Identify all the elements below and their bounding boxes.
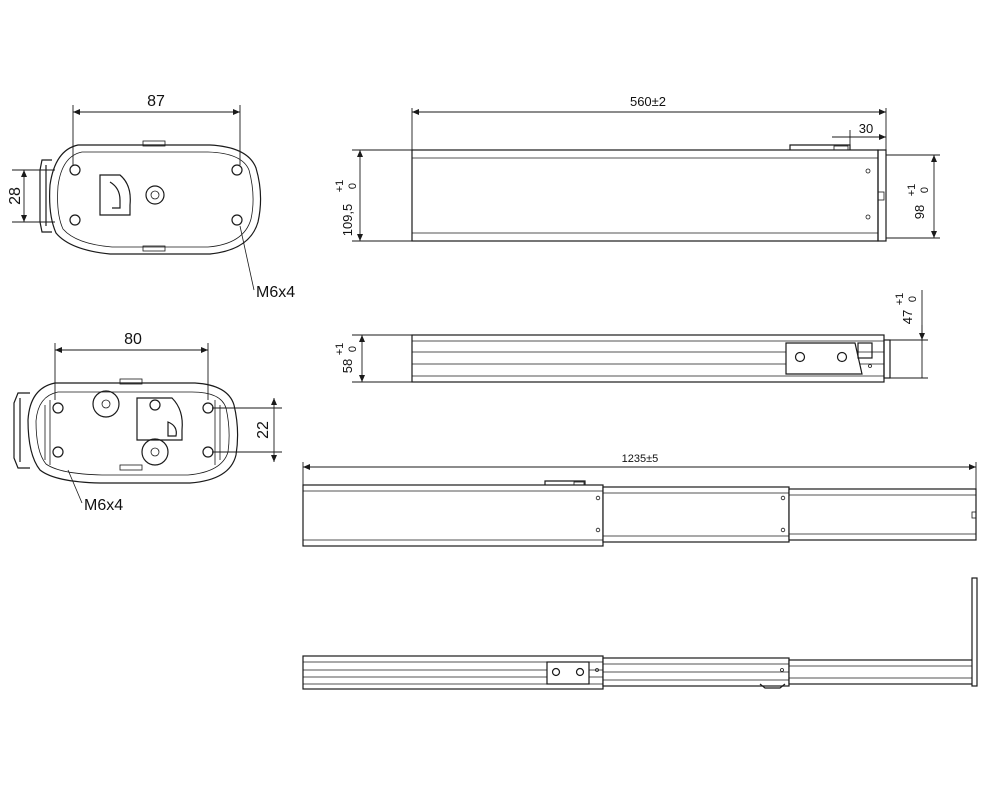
top-extended-screw-2 xyxy=(780,668,784,672)
end-view-bottom-tab-bottom xyxy=(119,464,143,471)
end-view-top: 87 28 M6x4 xyxy=(7,93,295,301)
extended-screw-1 xyxy=(595,495,601,501)
top-view-retracted-bracket-block xyxy=(857,342,873,359)
end-view-bottom-socket-key xyxy=(167,421,177,437)
top-extended-bracket-hole-2 xyxy=(575,667,585,677)
side-view-retracted-screw-2 xyxy=(865,214,871,220)
end-view-bottom-motor-2 xyxy=(141,438,169,466)
top-extended-bracket xyxy=(546,661,590,685)
side-view-retracted: 560±2 30 109,5 +1 0 98 +1 0 xyxy=(334,94,940,242)
end-view-bottom-tab-top xyxy=(119,378,143,385)
top-view-retracted-bracket-hole-2 xyxy=(836,351,848,363)
extended-screw-4 xyxy=(780,527,786,533)
extended-bracket-tab xyxy=(573,481,585,486)
end-view-bottom-thread-callout: M6x4 xyxy=(84,497,123,514)
dim-28-label: 28 xyxy=(7,187,24,205)
side-view-retracted-slot xyxy=(877,191,885,201)
dim-58-tol-upper: +1 xyxy=(334,343,346,356)
end-view-bottom-hole-1 xyxy=(52,402,64,414)
top-view-retracted: 58 +1 0 47 +1 0 xyxy=(334,290,928,383)
dim-58-label: 58 xyxy=(340,359,355,373)
dim-47-tol-lower: 0 xyxy=(907,296,919,302)
end-view-bottom-callout-leader xyxy=(67,469,83,504)
side-view-retracted-bracket-tab xyxy=(833,145,849,151)
dim-1235-label: 1235±5 xyxy=(622,453,659,465)
end-view-top-hole-2 xyxy=(69,214,81,226)
dim-98-tol-lower: 0 xyxy=(919,187,931,193)
dim-30-label: 30 xyxy=(859,121,873,136)
end-view-top-clip xyxy=(39,159,52,233)
top-extended-bracket-hole-1 xyxy=(551,667,561,677)
end-view-top-tab-bottom xyxy=(142,245,166,252)
side-view-retracted-tube xyxy=(411,149,879,242)
dim-47-label: 47 xyxy=(900,310,915,324)
extended-tube-outer xyxy=(302,484,604,547)
dim-80-label: 80 xyxy=(124,331,142,348)
end-view-top-hole-4 xyxy=(231,214,243,226)
end-view-top-boss-inner xyxy=(150,190,160,200)
top-extended-screw-1 xyxy=(595,668,599,672)
end-view-top-hole-1 xyxy=(69,164,81,176)
side-view-retracted-endcap xyxy=(877,149,887,242)
extended-screw-2 xyxy=(595,527,601,533)
end-view-bottom-hole-4 xyxy=(202,446,214,458)
end-view-bottom-clip xyxy=(13,392,30,469)
end-view-bottom: 80 22 M6x4 xyxy=(13,331,282,514)
end-view-top-thread-callout: M6x4 xyxy=(256,284,295,301)
dim-22-label: 22 xyxy=(255,421,272,439)
end-view-bottom-socket xyxy=(136,397,183,441)
side-view-retracted-screw-1 xyxy=(865,168,871,174)
extended-tube-middle xyxy=(602,486,790,543)
dim-109-label: 109,5 xyxy=(340,204,355,237)
end-view-bottom-motor-1 xyxy=(92,390,120,418)
side-view-extended: 1235±5 xyxy=(302,453,977,547)
end-view-top-boss xyxy=(145,185,165,205)
end-view-bottom-body-outline xyxy=(27,382,239,484)
top-extended-tube-inner xyxy=(788,659,977,685)
end-view-bottom-ribs xyxy=(44,400,221,465)
end-view-bottom-socket-pin xyxy=(149,399,161,411)
dim-87-label: 87 xyxy=(147,93,165,110)
dim-560-label: 560±2 xyxy=(630,94,666,109)
extended-end-slot xyxy=(971,511,977,519)
dim-109-tol-upper: +1 xyxy=(334,180,346,193)
top-view-retracted-bracket-hole-1 xyxy=(794,351,806,363)
end-view-bottom-hole-3 xyxy=(202,402,214,414)
end-view-top-hole-3 xyxy=(231,164,243,176)
end-view-bottom-motor-2-center xyxy=(150,447,160,457)
end-view-top-callout-leader xyxy=(239,225,255,291)
end-view-top-tab-top xyxy=(142,140,166,147)
dim-47-tol-upper: +1 xyxy=(894,293,906,306)
top-view-retracted-bracket xyxy=(785,342,863,375)
extended-bracket xyxy=(544,480,586,485)
extended-tube-inner xyxy=(788,488,977,541)
top-view-retracted-endcap xyxy=(883,339,891,379)
dim-58-tol-lower: 0 xyxy=(347,346,359,352)
top-extended-clip xyxy=(759,683,786,689)
end-view-top-body-inner xyxy=(57,151,254,248)
top-extended-end-bracket xyxy=(971,577,978,687)
end-view-top-body-outline xyxy=(49,144,262,255)
end-view-bottom-hole-2 xyxy=(52,446,64,458)
top-view-extended xyxy=(302,577,978,690)
end-view-top-socket xyxy=(99,174,131,216)
end-view-bottom-motor-1-center xyxy=(101,399,111,409)
side-view-retracted-bracket xyxy=(789,144,851,150)
end-view-bottom-body-inner xyxy=(35,391,230,476)
dim-109-tol-lower: 0 xyxy=(347,183,359,189)
top-view-retracted-screw xyxy=(868,364,872,368)
dim-98-tol-upper: +1 xyxy=(906,184,918,197)
dim-98-label: 98 xyxy=(912,205,927,219)
extended-screw-3 xyxy=(780,495,786,501)
